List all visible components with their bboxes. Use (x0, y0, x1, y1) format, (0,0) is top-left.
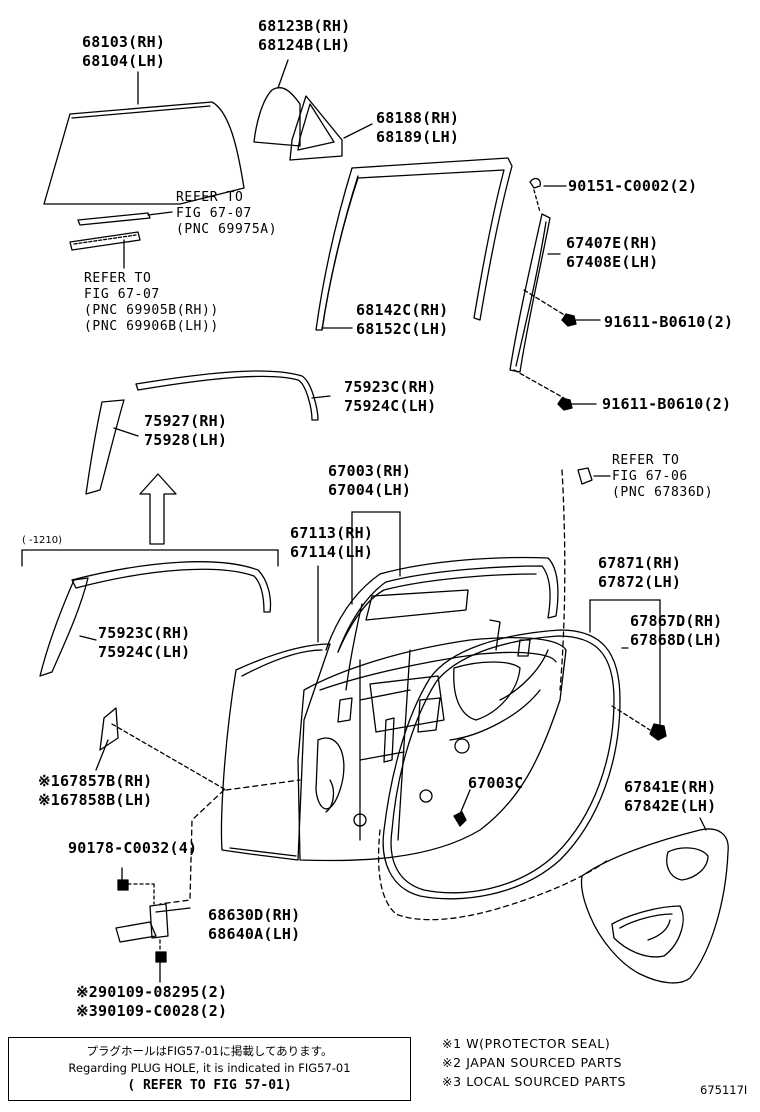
part-label-91611-upper: 91611-B0610(2) (604, 313, 734, 331)
quarter-glass-part (253, 59, 301, 147)
upper-molding-part (135, 370, 331, 421)
part-label-67003c: 67003C (468, 774, 524, 792)
part-label-75923c-upper: 75923C(RH)75924C(LH) (344, 378, 437, 415)
part-label-67871: 67871(RH)67872(LH) (598, 554, 682, 591)
footnotes: ※1 W(PROTECTOR SEAL) ※2 JAPAN SOURCED PA… (442, 1036, 627, 1089)
part-label-68188: 68188(RH)68189(LH) (376, 109, 460, 146)
quarter-weatherstrip-part (289, 95, 373, 161)
plug-hole-note-ref: ( REFER TO FIG 57-01) (127, 1078, 292, 1093)
range-label: ( -1210) (22, 535, 63, 546)
plug-hole-note-box: プラグホールはFIG57-01に掲載してあります。 Regarding PLUG… (8, 1037, 411, 1101)
figure-code: 675117I (700, 1083, 748, 1097)
range-bracket (21, 549, 279, 567)
refer-clip (577, 467, 611, 485)
part-label-90151: 90151-C0002(2) (568, 177, 698, 195)
glass-channel-strips (69, 211, 173, 269)
door-glass-part (43, 71, 245, 205)
part-label-91611-lower: 91611-B0610(2) (602, 395, 732, 413)
grommet-part (453, 789, 471, 827)
plug-hole-note-en: Regarding PLUG HOLE, it is indicated in … (68, 1061, 351, 1075)
part-label-67867d: 67867D(RH)67868D(LH) (630, 612, 723, 649)
part-label-90178: 90178-C0032(4) (68, 839, 198, 857)
part-label-68103: 68103(RH)68104(LH) (82, 33, 166, 70)
protector-seal-part (95, 707, 227, 791)
plug-hole-note-jp: プラグホールはFIG57-01に掲載してあります。 (86, 1044, 333, 1058)
part-label-68142c: 68142C(RH)68152C(LH) (356, 301, 449, 338)
part-label-67841e: 67841E(RH)67842E(LH) (624, 778, 717, 815)
garnish-part (509, 177, 601, 411)
pillar-garnish-part (85, 399, 139, 495)
part-label-67003: 67003(RH)67004(LH) (328, 462, 412, 499)
glass-run-channel-part (315, 157, 513, 331)
part-label-67407e: 67407E(RH)67408E(LH) (566, 234, 659, 271)
door-weatherstrip-part (382, 599, 667, 900)
part-label-68123b: 68123B(RH)68124B(LH) (258, 17, 351, 54)
door-shell-part (220, 511, 567, 862)
part-label-67857b: ※167857B(RH)※167858B(LH) (38, 772, 153, 809)
part-label-75927: 75927(RH)75928(LH) (144, 412, 228, 449)
door-check-part (115, 867, 191, 983)
door-outline-dashed (159, 469, 609, 921)
part-label-68630d: 68630D(RH)68640A(LH) (208, 906, 301, 943)
door-trim-panel-part (580, 817, 729, 984)
up-arrow-indicator (139, 473, 177, 545)
part-label-75923c-lower: 75923C(RH)75924C(LH) (98, 624, 191, 661)
part-label-90109-08295: ※290109-08295(2) (76, 983, 228, 1001)
part-label-67113: 67113(RH)67114(LH) (290, 524, 374, 561)
part-label-90109-c0028: ※390109-C0028(2) (76, 1002, 228, 1020)
lower-molding-part (39, 561, 272, 677)
